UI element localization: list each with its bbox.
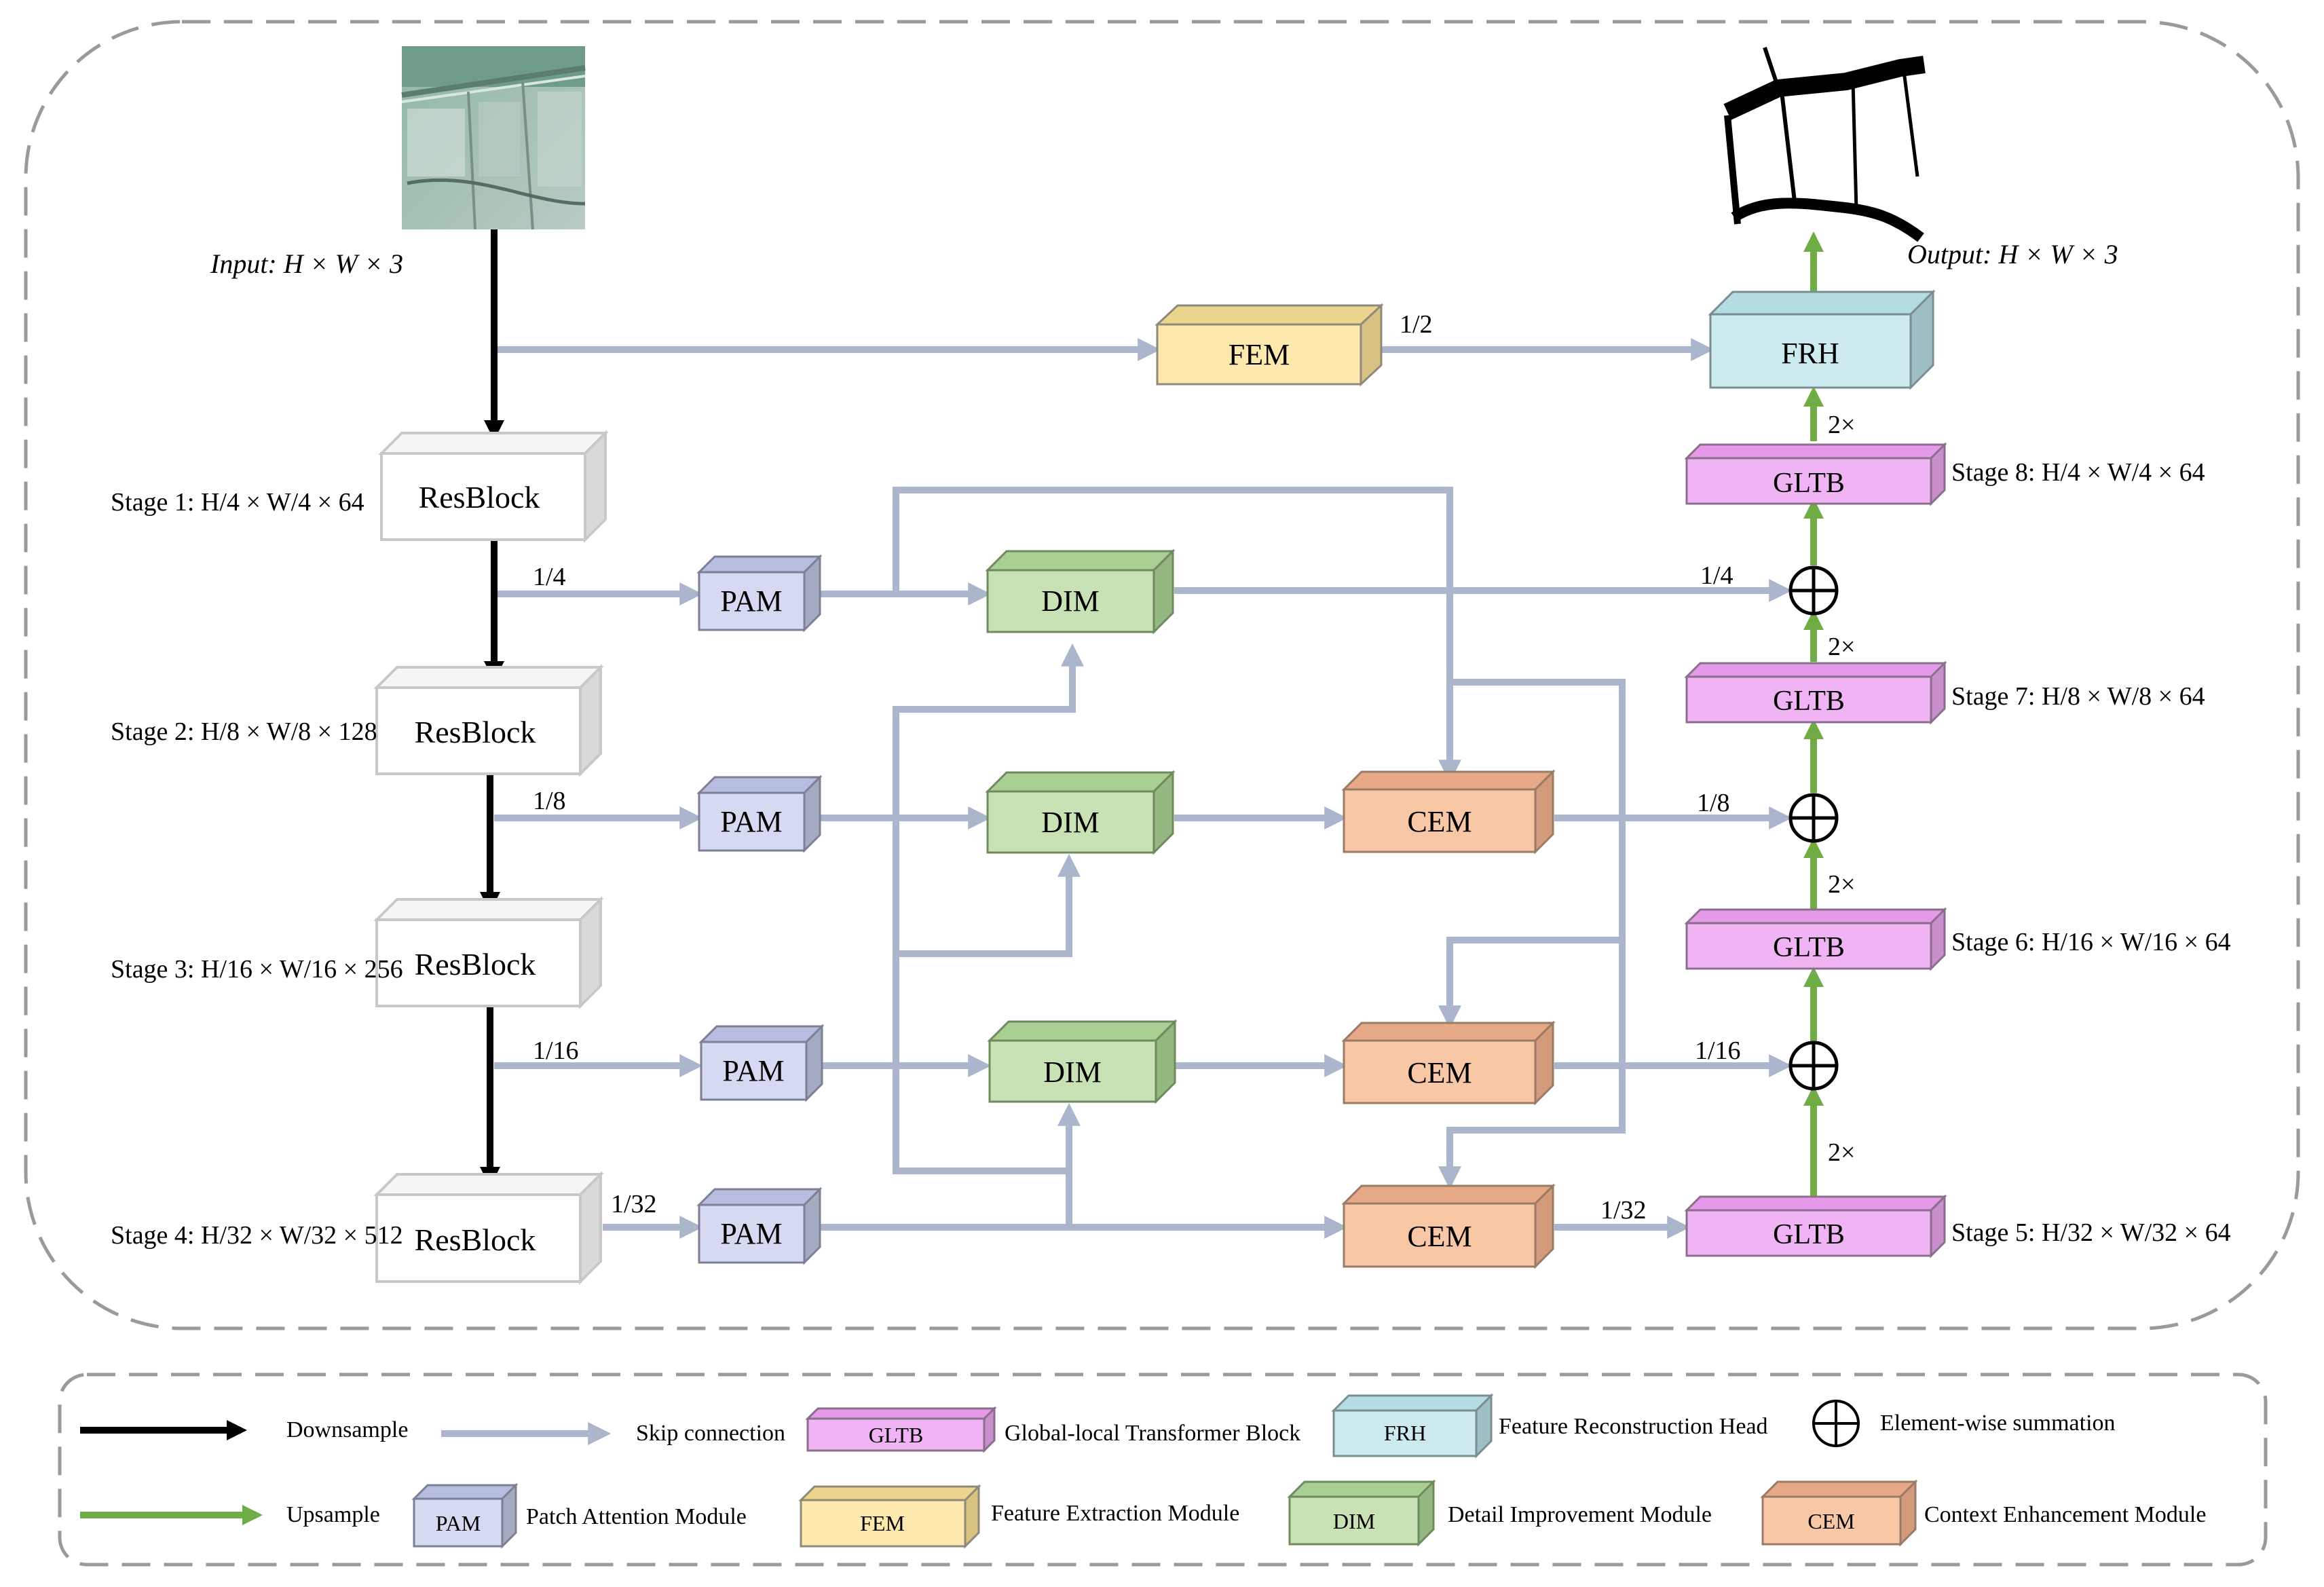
legend-gltb-text: GLTB bbox=[869, 1423, 924, 1447]
legend-dim-label: Detail Improvement Module bbox=[1448, 1502, 1712, 1527]
cem-4-label: CEM bbox=[1407, 1220, 1472, 1253]
dim-2-label: DIM bbox=[1041, 806, 1100, 839]
sum-node-3 bbox=[1788, 1041, 1839, 1091]
output-label: Output: H × W × 3 bbox=[1907, 239, 2118, 269]
legend-dim-text: DIM bbox=[1333, 1509, 1375, 1533]
pam-2-label: PAM bbox=[720, 805, 782, 838]
scale-label-stage4: 1/32 bbox=[611, 1190, 657, 1218]
stage-4-label: Stage 4: H/32 × W/32 × 512 bbox=[111, 1221, 403, 1250]
legend-downsample-label: Downsample bbox=[286, 1417, 408, 1442]
stage-8-label: Stage 8: H/4 × W/4 × 64 bbox=[1951, 458, 2205, 487]
dim-1: DIM bbox=[985, 548, 1176, 635]
scale-label-stage2: 1/8 bbox=[533, 787, 566, 815]
gltb-6-label: GLTB bbox=[1773, 932, 1845, 963]
resblock-2: ResBlock bbox=[373, 664, 604, 777]
pam-1: PAM bbox=[696, 554, 823, 633]
up-label-3: 2× bbox=[1828, 870, 1855, 899]
pam-1-label: PAM bbox=[720, 584, 782, 618]
scale-label-cem4: 1/32 bbox=[1600, 1196, 1647, 1225]
cem-3: CEM bbox=[1341, 1020, 1556, 1106]
sum-nodes bbox=[1788, 565, 1839, 1091]
resblock-1-label: ResBlock bbox=[419, 480, 540, 515]
cem-3-label: CEM bbox=[1407, 1056, 1472, 1089]
dim-3-label: DIM bbox=[1043, 1056, 1102, 1089]
pam-4: PAM bbox=[696, 1187, 823, 1265]
resblock-3-label: ResBlock bbox=[415, 947, 536, 982]
up-label-4: 2× bbox=[1828, 1138, 1855, 1167]
scale-label-sum3: 1/16 bbox=[1695, 1037, 1741, 1065]
gltb-5-label: GLTB bbox=[1773, 1219, 1845, 1250]
cem-2-label: CEM bbox=[1407, 805, 1472, 838]
fem-label: FEM bbox=[1229, 338, 1290, 371]
dim-3: DIM bbox=[987, 1019, 1178, 1104]
resblock-2-label: ResBlock bbox=[415, 715, 536, 749]
stage-3-label: Stage 3: H/16 × W/16 × 256 bbox=[111, 955, 403, 984]
dim-2: DIM bbox=[985, 770, 1176, 855]
legend-upsample-label: Upsample bbox=[286, 1502, 380, 1527]
pam-3-label: PAM bbox=[722, 1054, 784, 1087]
stage-2-label: Stage 2: H/8 × W/8 × 128 bbox=[111, 717, 377, 746]
legend-fem-label: Feature Extraction Module bbox=[991, 1501, 1239, 1526]
frh-block: FRH bbox=[1708, 289, 1936, 390]
sum-node-2 bbox=[1788, 793, 1839, 843]
cem-2: CEM bbox=[1341, 769, 1556, 855]
legend-pam-swatch: PAM bbox=[411, 1482, 519, 1549]
up-label-1: 2× bbox=[1828, 411, 1855, 439]
dim-1-label: DIM bbox=[1041, 584, 1100, 618]
pam-3: PAM bbox=[698, 1024, 825, 1102]
gltb-6: GLTB bbox=[1684, 907, 1947, 971]
fem-block: FEM bbox=[1155, 303, 1384, 387]
legend: Downsample Skip connection GLTB Global-l… bbox=[80, 1393, 2206, 1549]
gltb-8: GLTB bbox=[1684, 442, 1947, 506]
main-frame bbox=[24, 20, 2300, 1330]
legend-dim-swatch: DIM bbox=[1287, 1479, 1436, 1547]
stage-1-label: Stage 1: H/4 × W/4 × 64 bbox=[111, 488, 364, 517]
scale-label-sum2: 1/8 bbox=[1697, 789, 1730, 817]
legend-pam-label: Patch Attention Module bbox=[526, 1504, 747, 1529]
legend-frh-swatch: FRH bbox=[1331, 1393, 1494, 1459]
legend-sum-label: Element-wise summation bbox=[1880, 1411, 2116, 1436]
legend-frh-label: Feature Reconstruction Head bbox=[1499, 1414, 1768, 1439]
up-label-2: 2× bbox=[1828, 633, 1855, 661]
stage-6-label: Stage 6: H/16 × W/16 × 64 bbox=[1951, 928, 2231, 956]
legend-frh-text: FRH bbox=[1384, 1421, 1426, 1445]
gltb-8-label: GLTB bbox=[1773, 468, 1845, 499]
resblock-3: ResBlock bbox=[373, 896, 604, 1009]
legend-gltb-label: Global-local Transformer Block bbox=[1005, 1421, 1300, 1446]
legend-fem-text: FEM bbox=[860, 1511, 905, 1535]
legend-skip-label: Skip connection bbox=[636, 1421, 785, 1446]
gltb-7-label: GLTB bbox=[1773, 686, 1845, 717]
scale-label-stage1: 1/4 bbox=[533, 563, 566, 591]
input-image bbox=[401, 46, 586, 230]
resblock-1: ResBlock bbox=[378, 430, 609, 543]
legend-cem-label: Context Enhancement Module bbox=[1924, 1502, 2206, 1527]
resblock-4-label: ResBlock bbox=[415, 1222, 536, 1257]
downsample-arrows bbox=[480, 229, 504, 1187]
legend-cem-text: CEM bbox=[1807, 1509, 1854, 1533]
cem-4: CEM bbox=[1341, 1183, 1556, 1269]
scale-label-stage3: 1/16 bbox=[533, 1037, 579, 1065]
gltb-5: GLTB bbox=[1684, 1194, 1947, 1258]
legend-gltb-swatch: GLTB bbox=[805, 1406, 997, 1453]
pam-2: PAM bbox=[696, 774, 823, 853]
legend-cem-swatch: CEM bbox=[1760, 1479, 1918, 1547]
skip-connections bbox=[494, 338, 1793, 1239]
scale-label-sum1: 1/4 bbox=[1700, 561, 1733, 590]
pam-4-label: PAM bbox=[720, 1217, 782, 1250]
legend-sum-icon bbox=[1812, 1400, 1860, 1447]
gltb-7: GLTB bbox=[1684, 660, 1947, 725]
scale-label-fem: 1/2 bbox=[1400, 310, 1433, 339]
output-image bbox=[1723, 42, 1928, 246]
legend-pam-text: PAM bbox=[436, 1511, 481, 1535]
stage-7-label: Stage 7: H/8 × W/8 × 64 bbox=[1951, 682, 2205, 711]
legend-fem-swatch: FEM bbox=[798, 1484, 981, 1549]
stage-5-label: Stage 5: H/32 × W/32 × 64 bbox=[1951, 1218, 2231, 1247]
legend-frame bbox=[58, 1373, 2268, 1567]
input-label: Input: H × W × 3 bbox=[210, 248, 403, 279]
resblock-4: ResBlock bbox=[373, 1171, 604, 1285]
sum-node-1 bbox=[1788, 565, 1839, 616]
frh-label: FRH bbox=[1781, 337, 1839, 370]
